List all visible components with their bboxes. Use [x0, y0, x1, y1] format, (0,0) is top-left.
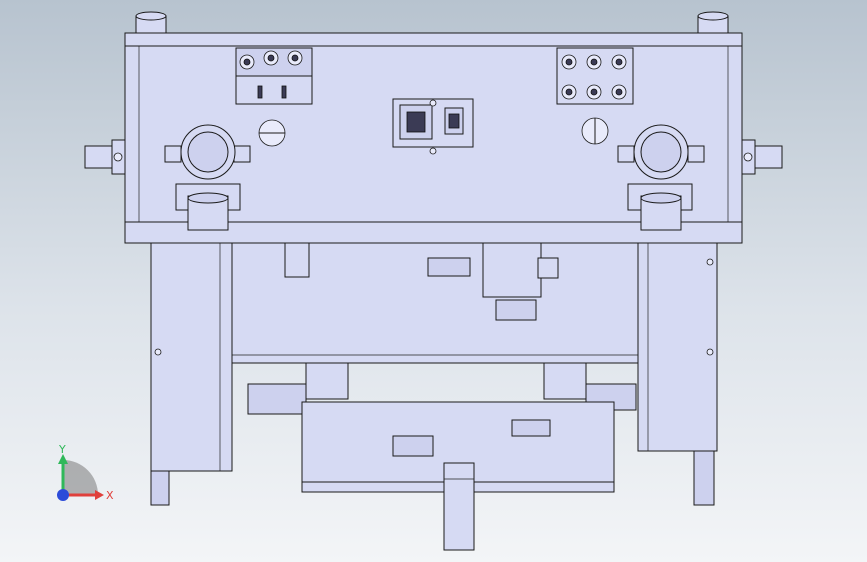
- top-post-right: [697, 11, 729, 35]
- side-latch-right: [741, 139, 783, 175]
- top-post-left: [135, 11, 167, 35]
- bracket-left: [247, 362, 349, 415]
- axis-triad: Y X: [57, 443, 114, 502]
- handle[interactable]: [443, 462, 475, 551]
- x-axis-label: X: [106, 489, 114, 502]
- gauge-left: [164, 124, 251, 231]
- vent-left: [258, 119, 286, 147]
- valve-block: [284, 242, 559, 321]
- y-axis-label: Y: [58, 443, 66, 456]
- gauge-right: [617, 124, 705, 231]
- vent-right: [581, 117, 609, 145]
- power-socket: [392, 98, 474, 155]
- leg-right: [637, 242, 718, 506]
- side-latch-left: [84, 139, 126, 175]
- terminal-block-right: [556, 47, 634, 105]
- terminal-block-left: [235, 47, 313, 105]
- leg-left: [150, 242, 233, 506]
